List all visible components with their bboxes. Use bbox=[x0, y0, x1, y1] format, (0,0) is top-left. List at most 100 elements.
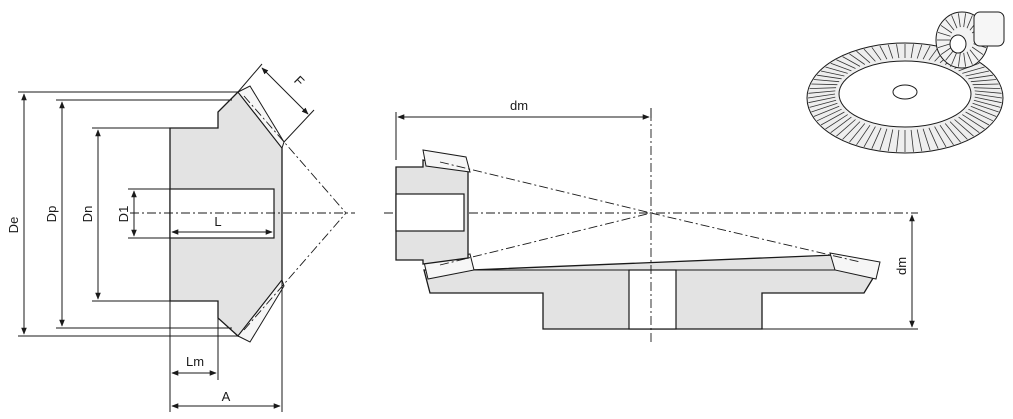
ring-gear-tooth-line bbox=[922, 128, 931, 151]
ring-gear-tooth-line bbox=[817, 74, 842, 80]
ring-gear-tooth-line bbox=[856, 124, 871, 146]
ring-gear-tooth-line bbox=[965, 111, 990, 126]
ring-gear-tooth-line bbox=[830, 116, 852, 134]
ring-gear-tooth-line bbox=[896, 129, 900, 152]
ring-gear-tooth-line bbox=[871, 47, 882, 61]
ring-gear-bore bbox=[628, 269, 677, 330]
ring-gear-tooth-line bbox=[856, 50, 871, 64]
ring-gear-tooth-line bbox=[807, 93, 836, 99]
ring-gear-tooth-line bbox=[825, 114, 848, 130]
ring-gear-tooth-right bbox=[829, 252, 881, 280]
ring-gear-tooth-line bbox=[879, 128, 888, 151]
ring-gear-tooth-line bbox=[842, 56, 861, 67]
label-f: F bbox=[291, 73, 307, 89]
ring-gear-tooth-line bbox=[809, 99, 837, 108]
ring-gear-tooth-line bbox=[974, 96, 1002, 104]
ring-gear-tooth-line bbox=[962, 114, 985, 130]
label-dp: Dp bbox=[44, 206, 59, 223]
pinion-tooth-line bbox=[945, 49, 955, 61]
pinion-tooth-line bbox=[940, 25, 953, 34]
ring-gear-tooth-line bbox=[816, 108, 842, 122]
ring-gear-tooth-line bbox=[939, 124, 954, 146]
pinion-tooth-line bbox=[937, 32, 951, 37]
ring-gear-tooth-line bbox=[820, 111, 845, 126]
ring-gear-tooth-line bbox=[813, 79, 840, 83]
ring-gear-tooth-line bbox=[842, 121, 861, 140]
pinion-tooth-line bbox=[945, 19, 955, 31]
pinion-tooth-line bbox=[963, 52, 966, 67]
gear-pair-view: dm dm bbox=[384, 98, 918, 342]
ring-gear-tooth-line bbox=[973, 87, 1001, 89]
ring-gear-tooth-line bbox=[974, 90, 1002, 94]
mesh-pinion-bore bbox=[395, 193, 465, 232]
ring-gear-tooth-line bbox=[972, 102, 999, 113]
ring-gear-tooth-line bbox=[813, 105, 840, 117]
label-lm: Lm bbox=[186, 354, 204, 369]
ring-gear-tooth-line bbox=[896, 44, 900, 59]
pair-pitch-cone-upper bbox=[439, 161, 652, 214]
pinion-pitch-cone-upper bbox=[243, 95, 347, 214]
ring-gear-tooth-line bbox=[922, 45, 931, 60]
ring-gear-tooth-line bbox=[928, 47, 939, 61]
ring-gear-tooth-line bbox=[968, 108, 994, 122]
pinion-tooth-line bbox=[951, 15, 958, 29]
bevel-gear-render bbox=[806, 11, 1005, 154]
pinion-render bbox=[935, 11, 1005, 69]
ring-gear-tooth-line bbox=[916, 129, 923, 152]
ring-gear-tooth-line bbox=[809, 87, 837, 89]
ring-gear-tooth-line bbox=[849, 53, 866, 65]
pinion-tooth-line bbox=[966, 15, 973, 29]
pinion-tooth-line bbox=[969, 49, 979, 61]
pinion-tooth-line bbox=[958, 52, 961, 67]
ring-gear-tooth-line bbox=[944, 123, 961, 143]
ring-gear-tooth-line bbox=[962, 66, 985, 74]
pinion-tooth-line bbox=[966, 51, 973, 65]
ring-gear-tooth-line bbox=[910, 129, 914, 152]
ring-gear-tooth-line bbox=[808, 90, 836, 94]
ring-gear-tooth-line bbox=[949, 121, 968, 140]
pinion-bore bbox=[169, 188, 275, 239]
ring-gear-tooth-line bbox=[863, 48, 876, 62]
ring-gear-tooth-line bbox=[836, 59, 856, 69]
ring-gear-tooth-line bbox=[928, 127, 939, 149]
label-l: L bbox=[214, 214, 221, 229]
ring-gear-tooth-line bbox=[970, 79, 997, 83]
label-dm-right: dm bbox=[894, 257, 909, 275]
pinion-tooth-line bbox=[951, 51, 958, 65]
ring-gear-tooth-line bbox=[934, 126, 947, 148]
ring-gear-tooth-line bbox=[958, 116, 980, 134]
ring-gear-tooth-line bbox=[825, 66, 848, 74]
ring-gear-tooth-line bbox=[830, 62, 852, 72]
ring-gear-tooth-line bbox=[973, 99, 1001, 108]
ring-gear-tooth-line bbox=[974, 93, 1003, 99]
dimension-f bbox=[261, 67, 309, 115]
ring-gear-tooth-line bbox=[863, 126, 876, 148]
pinion-tooth-line bbox=[937, 43, 951, 48]
ring-gear-tooth-line bbox=[811, 83, 838, 86]
ring-gear-tooth-line bbox=[887, 44, 894, 59]
label-dm-top: dm bbox=[510, 98, 528, 113]
ring-gear-tooth-line bbox=[808, 96, 836, 104]
pinion-side-view: De Dp Dn D1 L F Lm A bbox=[6, 63, 355, 412]
pinion-tooth-line bbox=[958, 13, 961, 28]
ring-gear-tooth-line bbox=[954, 119, 974, 137]
ring-gear-tooth-line bbox=[970, 105, 997, 117]
pinion-tooth-line bbox=[971, 46, 984, 55]
ring-gear-tooth-line bbox=[910, 44, 914, 59]
pinion-tooth-line bbox=[963, 13, 966, 28]
ring-gear-tooth-line bbox=[849, 123, 866, 143]
pair-pitch-cone-lower bbox=[439, 212, 652, 266]
label-d1: D1 bbox=[116, 206, 131, 223]
pinion-pitch-cone-lower bbox=[243, 212, 347, 331]
ring-gear-tooth-line bbox=[968, 74, 993, 80]
ring-gear-tooth-line bbox=[871, 127, 882, 149]
ring-gear-tooth-line bbox=[972, 83, 999, 86]
label-dn: Dn bbox=[80, 206, 95, 223]
ring-gear-tooth-line bbox=[820, 70, 845, 77]
ring-gear-tooth-line bbox=[879, 45, 888, 60]
pinion-tooth-line bbox=[940, 46, 953, 55]
label-de: De bbox=[6, 217, 21, 234]
label-a: A bbox=[222, 389, 231, 404]
ring-gear-tooth-line bbox=[965, 70, 990, 77]
